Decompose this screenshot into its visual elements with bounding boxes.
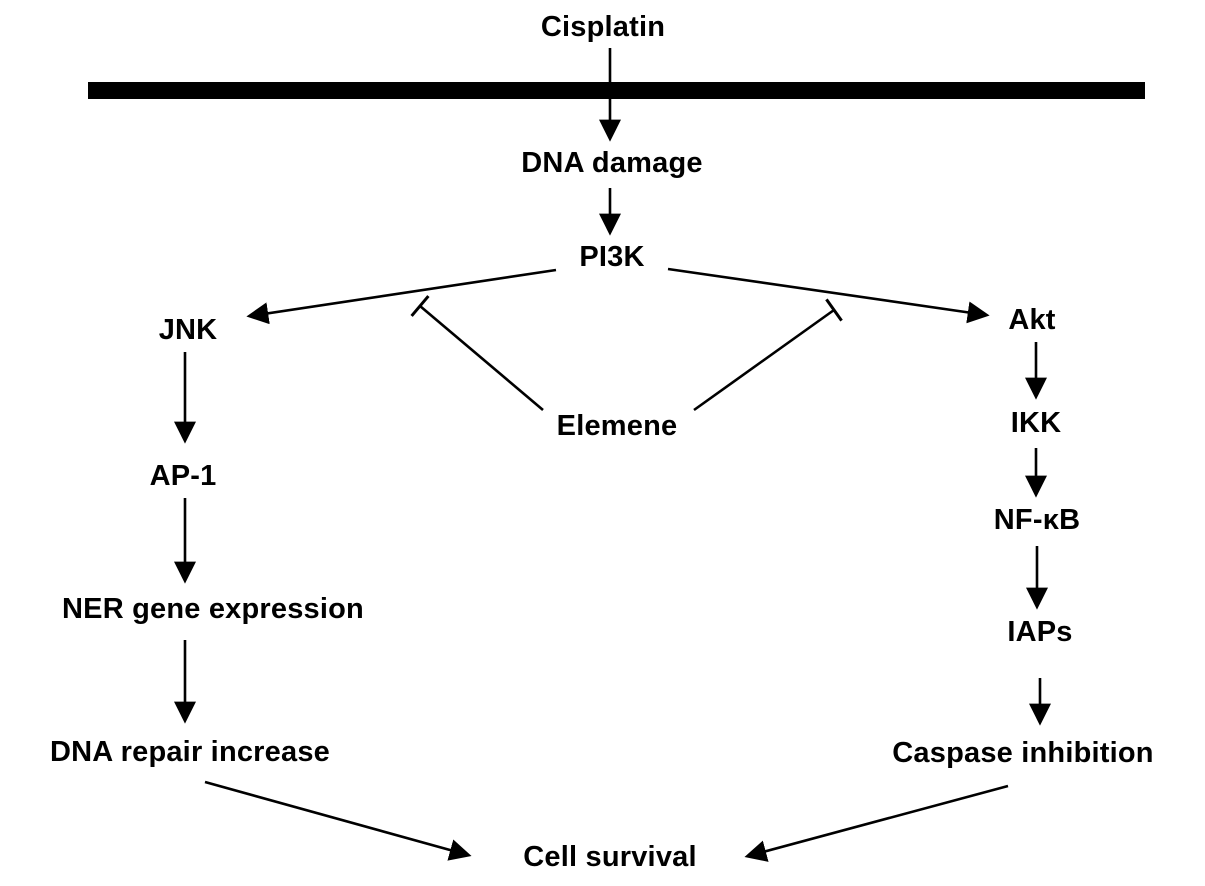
node-cisplatin: Cisplatin bbox=[540, 11, 666, 44]
node-iaps: IAPs bbox=[1007, 616, 1073, 649]
node-akt: Akt bbox=[1008, 304, 1056, 337]
node-ikk: IKK bbox=[1010, 407, 1062, 440]
edge-caspase-cell-survival bbox=[744, 784, 1009, 862]
node-nfkb: NF-κB bbox=[993, 504, 1081, 537]
edge-elemene-inhibits-pi3k-jnk bbox=[410, 295, 544, 411]
node-caspase-inhibition: Caspase inhibition bbox=[892, 737, 1154, 770]
node-cell-survival: Cell survival bbox=[523, 841, 697, 874]
node-pi3k: PI3K bbox=[579, 241, 645, 274]
cell-membrane-bar bbox=[88, 82, 1145, 99]
edge-pi3k-akt bbox=[667, 267, 990, 324]
node-dna-repair-increase: DNA repair increase bbox=[50, 736, 330, 769]
node-dna-damage: DNA damage bbox=[521, 147, 703, 180]
node-ner-gene-expression: NER gene expression bbox=[62, 593, 364, 626]
node-ap1: AP-1 bbox=[149, 460, 217, 493]
node-elemene: Elemene bbox=[556, 410, 678, 443]
edge-dna-repair-cell-survival bbox=[204, 780, 472, 861]
node-jnk: JNK bbox=[158, 314, 218, 347]
edge-pi3k-jnk bbox=[246, 268, 557, 325]
edge-elemene-inhibits-pi3k-akt bbox=[693, 298, 843, 412]
